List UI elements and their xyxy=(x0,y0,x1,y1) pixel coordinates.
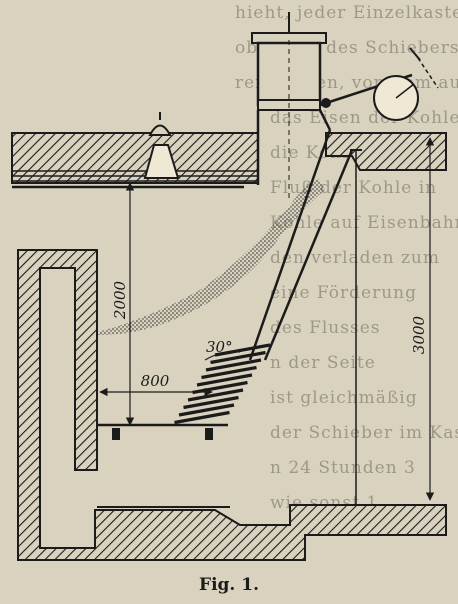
chute-step xyxy=(196,373,253,387)
background-text-line: Fluß der Kohle in xyxy=(270,178,437,198)
coal-pile xyxy=(98,178,325,335)
background-text-line: der Schieber im Kasten xyxy=(270,423,458,443)
left-wall xyxy=(17,249,447,561)
background-text-line: n 24 Stunden 3 xyxy=(270,458,416,478)
background-text-line: des Flusses xyxy=(270,318,381,338)
chute-step xyxy=(210,350,266,365)
svg-text:2000: 2000 xyxy=(111,280,129,320)
hopper-funnel xyxy=(143,144,180,179)
figure-caption: Fig. 1. xyxy=(199,575,259,595)
svg-text:30°: 30° xyxy=(206,338,233,356)
hopper-cap xyxy=(148,124,172,136)
dimension-height-right: 3000 xyxy=(410,137,435,501)
upper-floor-right xyxy=(325,132,447,171)
chute-step xyxy=(174,410,230,425)
chute-step xyxy=(205,358,262,372)
chute-step xyxy=(183,395,239,410)
chute-step xyxy=(187,388,244,402)
dimension-height-left: 2000 xyxy=(111,182,135,426)
gate-lever xyxy=(319,47,439,121)
background-text-line: n der Seite xyxy=(270,353,376,373)
chute-step xyxy=(201,365,257,380)
angle-annotation: 30° xyxy=(204,338,241,361)
background-text-line: eine Förderung xyxy=(270,283,417,303)
wagon-platform xyxy=(98,423,228,440)
dimension-width-bottom: 800 xyxy=(99,372,213,397)
svg-text:3000: 3000 xyxy=(410,315,428,354)
chute-step xyxy=(178,403,235,417)
background-text-line: Kohle auf Eisenbahnwagen xyxy=(270,213,458,233)
background-text-line: den verladen zum xyxy=(270,248,440,268)
chute-step xyxy=(214,343,271,357)
feed-shaft xyxy=(251,12,332,200)
background-text-line: hieht, jeder Einzelkasten ist xyxy=(235,3,458,23)
background-text-line: ist gleichmäßig xyxy=(270,388,418,408)
svg-text:800: 800 xyxy=(141,372,170,390)
